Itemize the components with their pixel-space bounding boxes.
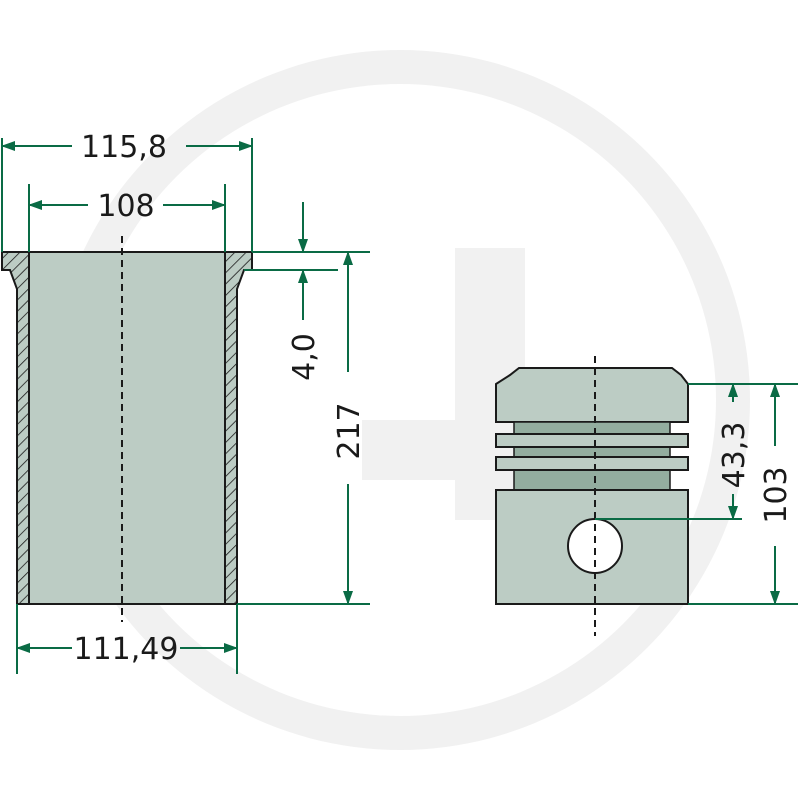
- liner-left-wall: [1, 251, 30, 605]
- dim-label-flange-outer-diameter: 115,8: [81, 130, 167, 165]
- piston-crown: [495, 367, 689, 423]
- dim-label-liner-length: 217: [332, 402, 367, 459]
- liner-bore: [28, 251, 226, 605]
- dimension-lines: [1, 138, 798, 674]
- cylinder-liner: [1, 236, 253, 622]
- dim-label-bore: 108: [97, 189, 154, 224]
- brand-logo-icon: [50, 50, 751, 750]
- piston-ring-2: [495, 456, 689, 471]
- dim-label-compression-height: 43,3: [717, 422, 752, 489]
- dim-label-piston-height: 103: [759, 466, 794, 523]
- liner-right-wall: [224, 251, 253, 605]
- piston-ring-1: [495, 433, 689, 448]
- piston: [495, 356, 689, 636]
- dim-label-flange-height: 4,0: [287, 333, 322, 381]
- dim-label-body-outer-diameter: 111,49: [74, 632, 179, 667]
